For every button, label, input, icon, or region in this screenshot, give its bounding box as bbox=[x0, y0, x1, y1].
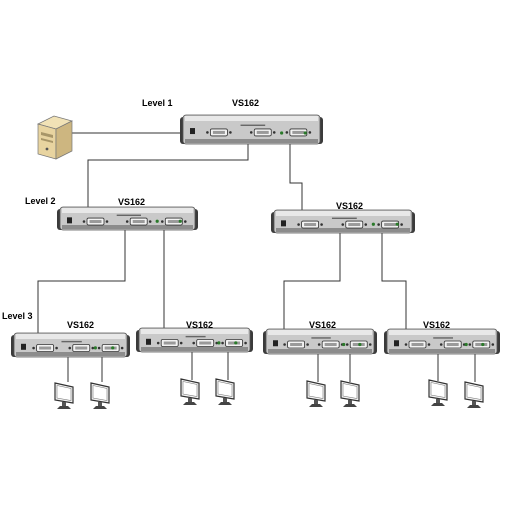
vs162-splitter-level3-d bbox=[384, 328, 500, 355]
vs162-splitter-level3-a bbox=[11, 332, 130, 358]
monitor-icon bbox=[215, 378, 235, 405]
splitter-model-label: VS162 bbox=[67, 320, 95, 330]
monitor-icon bbox=[90, 382, 110, 409]
splitter-model-label: VS162 bbox=[336, 201, 364, 211]
splitter-model-label: VS162 bbox=[232, 98, 260, 108]
monitor-icon bbox=[340, 380, 360, 407]
cable-s1-to-s2b bbox=[289, 144, 303, 218]
monitor-icon bbox=[464, 381, 484, 408]
monitor-icon bbox=[180, 378, 200, 405]
level-3-label: Level 3 bbox=[2, 311, 33, 321]
pc-tower-icon bbox=[37, 115, 73, 160]
splitter-model-label: VS162 bbox=[309, 320, 337, 330]
splitter-model-label: VS162 bbox=[118, 197, 146, 207]
cable-s2b-to-s3c bbox=[283, 233, 341, 337]
monitor-icon bbox=[54, 382, 74, 409]
cable-s1-to-s2a bbox=[87, 144, 249, 215]
splitter-model-label: VS162 bbox=[186, 320, 214, 330]
vs162-splitter-level2-right bbox=[271, 209, 415, 234]
level-1-label: Level 1 bbox=[142, 98, 173, 108]
vs162-splitter-level1 bbox=[180, 114, 323, 145]
monitor-icon bbox=[306, 380, 326, 407]
splitter-model-label: VS162 bbox=[423, 320, 451, 330]
vs162-splitter-level2-left bbox=[57, 206, 198, 231]
vs162-splitter-level3-c bbox=[263, 328, 377, 355]
level-2-label: Level 2 bbox=[25, 196, 56, 206]
vs162-splitter-level3-b bbox=[136, 327, 253, 353]
monitor-icon bbox=[428, 379, 448, 406]
cable-s2a-to-s3a bbox=[37, 230, 126, 340]
cable-s2b-to-s3d bbox=[381, 233, 407, 337]
